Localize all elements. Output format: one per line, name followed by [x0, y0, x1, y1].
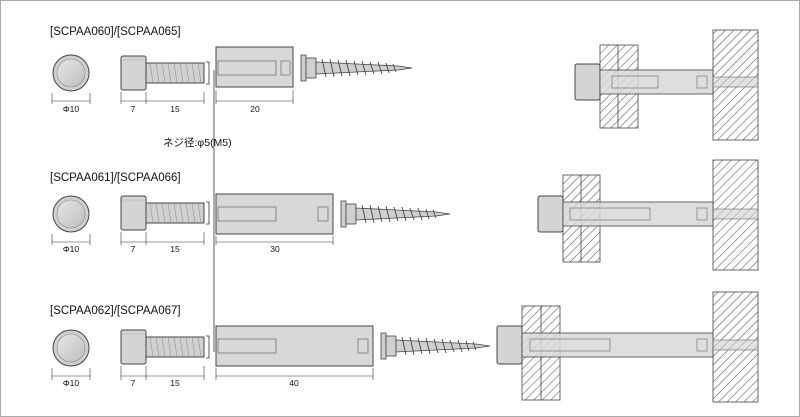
bolt-side-view: [120, 55, 205, 91]
model-label: [SCPAA062]/[SCPAA067]: [50, 305, 181, 317]
cap-front-view: [52, 329, 90, 367]
bolt-dimensions: 7 15: [120, 92, 205, 114]
installed-sleeve: [599, 69, 714, 95]
cap-front-view: [52, 195, 90, 233]
sleeve-length-value: 40: [289, 378, 299, 388]
cap-dia-value: Φ10: [63, 378, 80, 388]
cap-dimension: Φ10: [51, 234, 91, 254]
bolt-side-view: [120, 329, 205, 365]
sleeve-dimension: 30: [215, 236, 334, 254]
sleeve-length-value: 30: [270, 244, 280, 254]
sleeve-side-view: [215, 46, 294, 88]
cap-dia-value: Φ10: [63, 244, 80, 254]
head-length-value: 7: [131, 378, 136, 388]
thread-bracket: [206, 335, 210, 359]
thread-bracket: [206, 61, 210, 85]
thread-length-value: 15: [170, 104, 180, 114]
bolt-side-view: [120, 195, 205, 231]
row-1: [SCPAA060]/[SCPAA065] Φ10: [50, 26, 759, 141]
installed-sleeve: [562, 201, 714, 227]
wood-screw: [340, 200, 451, 228]
sleeve-side-view: [215, 325, 374, 367]
sleeve-side-view: [215, 193, 334, 235]
cap-dia-value: Φ10: [63, 104, 80, 114]
bolt-dimensions: 7 15: [120, 366, 205, 388]
model-label: [SCPAA061]/[SCPAA066]: [50, 172, 181, 184]
installed-cap: [537, 195, 564, 233]
installed-view: [537, 159, 759, 271]
thread-length-value: 15: [170, 244, 180, 254]
cap-dimension: Φ10: [51, 368, 91, 388]
wood-screw: [300, 54, 413, 82]
cap-dimension: Φ10: [51, 93, 91, 114]
installed-view: [574, 29, 759, 141]
sleeve-dimension: 40: [215, 368, 374, 388]
installed-sleeve: [521, 332, 714, 358]
installed-view: [496, 291, 759, 403]
thread-size-label: ネジ径:φ5(M5): [163, 136, 232, 149]
installed-cap: [574, 63, 601, 101]
installed-cap: [496, 325, 523, 365]
row-2: [SCPAA061]/[SCPAA066] Φ10: [50, 159, 759, 271]
cap-front-view: [52, 54, 90, 92]
row-3: [SCPAA062]/[SCPAA067] Φ10: [50, 291, 759, 403]
model-label: [SCPAA060]/[SCPAA065]: [50, 26, 181, 38]
sleeve-length-value: 20: [250, 104, 260, 114]
head-length-value: 7: [131, 244, 136, 254]
thread-length-value: 15: [170, 378, 180, 388]
sleeve-dimension: 20: [215, 90, 294, 114]
thread-bracket: [206, 201, 210, 225]
wood-screw: [380, 332, 491, 360]
head-length-value: 7: [131, 104, 136, 114]
bolt-dimensions: 7 15: [120, 232, 205, 254]
